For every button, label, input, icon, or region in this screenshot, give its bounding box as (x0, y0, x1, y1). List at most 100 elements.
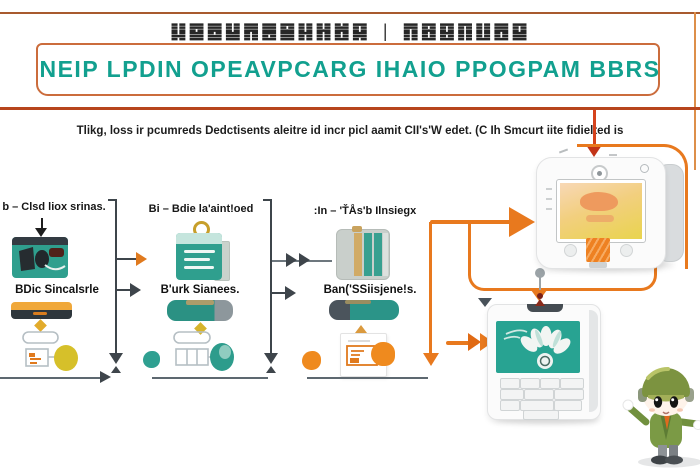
step-label-1: b – Clsd liox srinas. (2, 201, 106, 213)
arrow-up-icon (266, 366, 276, 373)
branch-line (117, 289, 131, 291)
header-cjk-divider: | (382, 21, 390, 41)
orange-vline (429, 222, 432, 355)
branch-line (272, 292, 286, 294)
arrow-right-icon (468, 333, 481, 351)
bezel-mark (546, 188, 552, 190)
card-stripe-teal (374, 233, 382, 276)
header-cjk-right: ䷓䷔䷕䷖䷗䷘䷙ (402, 21, 530, 41)
screen-content (560, 183, 642, 239)
card-stack-icon (336, 226, 390, 280)
orange-hatched-button (586, 238, 610, 262)
browser-media-art (19, 247, 66, 271)
intro-text: Tlikg, loss ir pcumreds Dedctisents alei… (76, 125, 624, 137)
header-cjk-line: ䷆䷈䷉䷊䷋䷌䷍䷎䷏䷐䷑ | ䷓䷔䷕䷖䷗䷘䷙ (0, 21, 700, 42)
arrow-right-icon (299, 253, 310, 267)
speaker-dot (640, 164, 649, 173)
document-line (184, 258, 210, 261)
document-list-icon (176, 233, 222, 280)
arrow-right-icon (136, 252, 147, 266)
tablet-screen (556, 179, 646, 243)
browser-titlebar (12, 237, 68, 245)
document-line (184, 250, 215, 253)
connector-vline-1 (115, 199, 117, 355)
screen-blob (580, 192, 618, 211)
step-label-3: :In – 'ŤÅs'b Ilnsiegx (313, 205, 417, 217)
round-button (564, 244, 577, 257)
camera-lens (597, 171, 602, 176)
arrow-down-icon (109, 353, 123, 364)
page-title: NEIP LPDIN OPEAVPCARG IHAIO PPOGPAM BBRS (39, 56, 661, 82)
arrow-up-icon (111, 366, 121, 373)
screen-dash (586, 215, 614, 222)
top-border-line (0, 12, 700, 14)
step-label-2: Bi – Bdie la'aint!oed (148, 203, 254, 215)
phone-screen (496, 321, 580, 373)
connector-vline-2 (270, 199, 272, 355)
arrow-right-icon (286, 253, 297, 267)
arrow-right-icon (100, 371, 111, 383)
keypad-key (554, 400, 582, 411)
arrow-down-icon (264, 353, 278, 364)
browser-media-icon (12, 237, 68, 278)
keypad-key (560, 378, 584, 389)
bezel-mark (546, 208, 552, 210)
reader-slot (186, 300, 214, 305)
arrow-right-icon (509, 207, 535, 237)
keypad-key (524, 389, 554, 400)
caption-3: Ban('SSiisjene!s. (323, 284, 417, 296)
card-stripe-teal (364, 233, 372, 276)
pin-dot (535, 268, 545, 278)
flow-line-2 (152, 377, 268, 379)
reader-bar-icon (11, 302, 72, 319)
caption-1: BDic Sincalsrle (15, 284, 99, 296)
pin-stem (539, 277, 541, 291)
card-tab (352, 226, 362, 232)
wireframe-sketch-icon (173, 331, 234, 371)
mini-figure-icon (535, 293, 545, 306)
keypad-key (554, 389, 584, 400)
phone-side (589, 310, 598, 412)
flow-line-3 (307, 377, 428, 379)
wireframe-sketch-icon (22, 331, 78, 371)
reader-slot (33, 312, 47, 315)
button-base (589, 262, 607, 268)
keypad-key (500, 389, 524, 400)
arrow-right-icon (130, 283, 141, 297)
red-vline (593, 110, 596, 147)
reader-slot (345, 300, 371, 304)
card-stripe-tan (354, 233, 362, 276)
document-line (184, 266, 214, 269)
reader-bar-icon (329, 300, 399, 320)
arrow-down-icon (41, 218, 43, 229)
document-header (176, 233, 222, 244)
header-divider-rule (0, 107, 700, 110)
arrow-down-icon (35, 228, 47, 237)
right-border-line (694, 12, 696, 170)
keypad-spacebar (523, 410, 559, 420)
orange-blob (371, 342, 395, 366)
arrow-down-icon (423, 353, 439, 366)
orange-blob (302, 351, 321, 370)
card-edge (383, 233, 388, 276)
reader-bar-icon (167, 300, 233, 321)
header-box (36, 43, 660, 96)
keypad-key (540, 378, 560, 389)
round-button (620, 244, 633, 257)
phone-notch (527, 304, 563, 312)
header-cjk-left: ䷆䷈䷉䷊䷋䷌䷍䷎䷏䷐䷑ (170, 21, 370, 41)
keypad-key (520, 378, 540, 389)
arrow-down-icon (478, 298, 492, 307)
diamond-icon (355, 325, 367, 333)
keypad-key (500, 378, 520, 389)
keypad-terminal (485, 293, 605, 426)
teal-blob (143, 351, 160, 368)
connector-tick (108, 199, 116, 201)
bezel-mark (546, 198, 552, 200)
connector-tick (263, 199, 271, 201)
sketch-tick (609, 154, 617, 156)
arrow-right-icon (285, 286, 296, 300)
caption-2: B'urk Sianees. (160, 284, 240, 296)
boy-mascot (622, 367, 700, 468)
